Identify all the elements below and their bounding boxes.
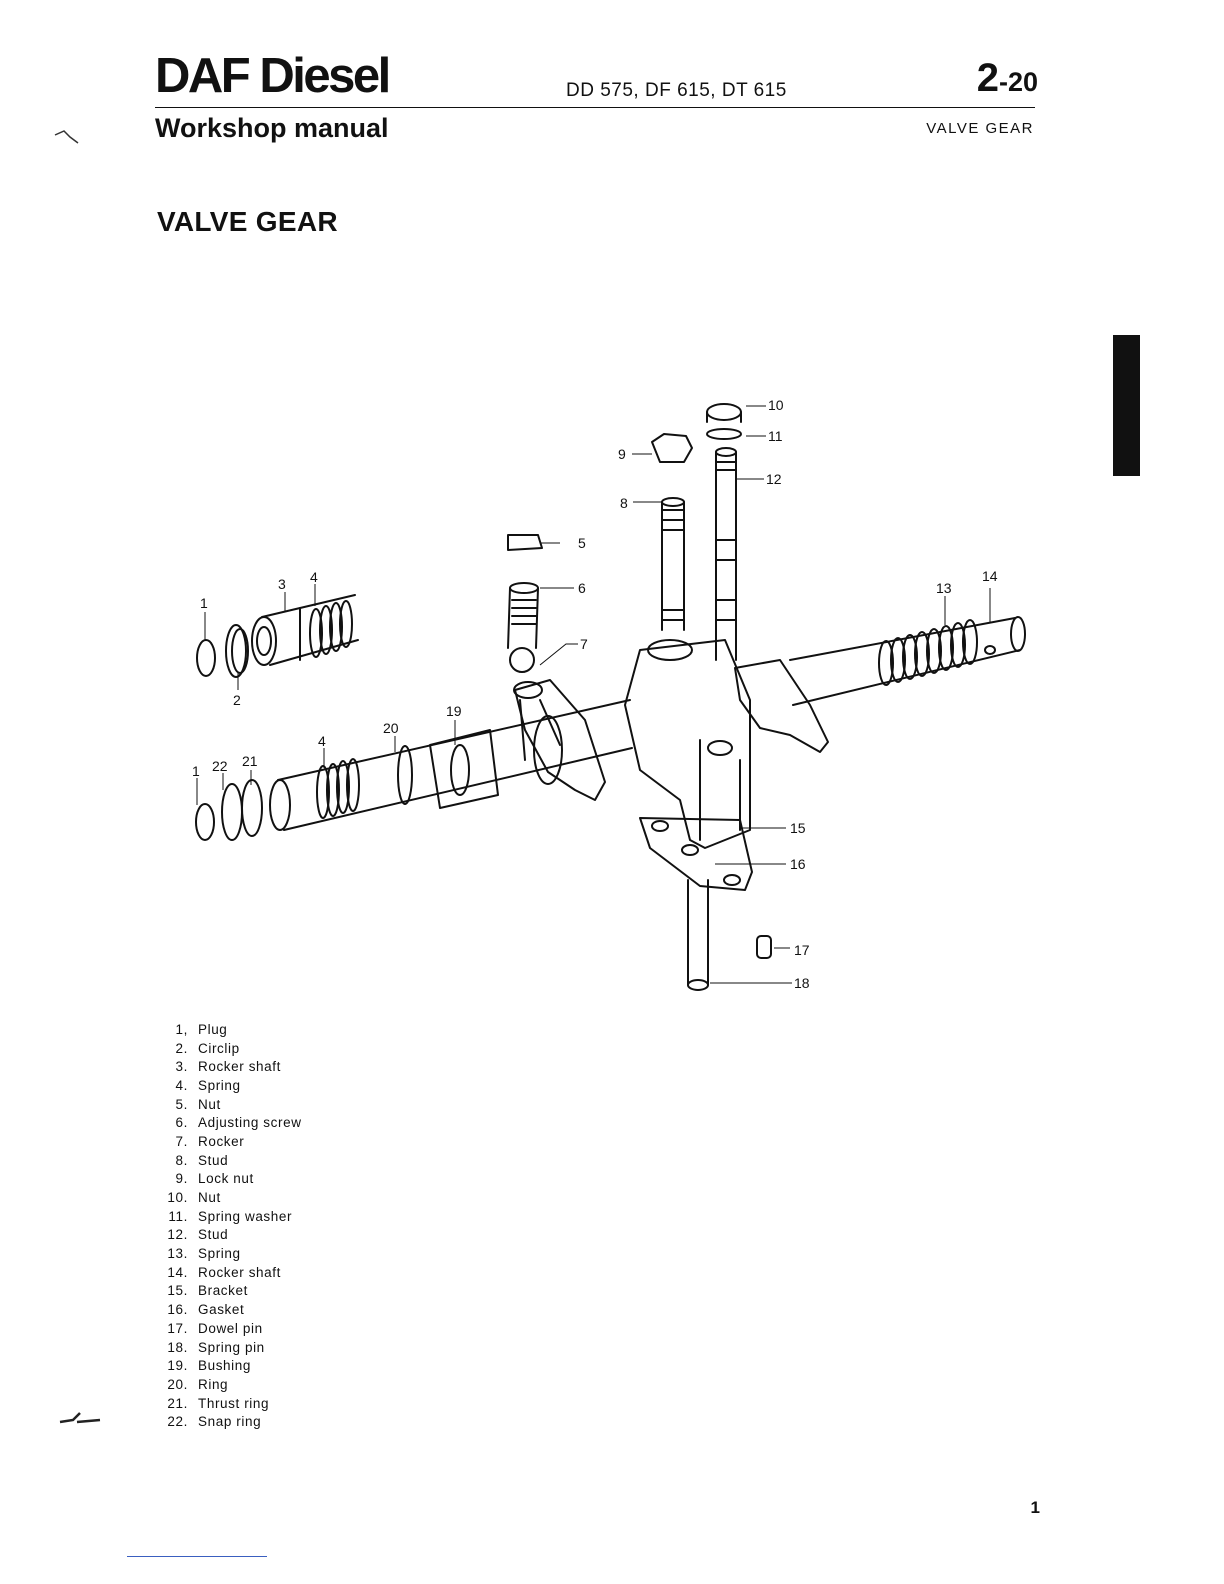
parts-list-item: 7.Rocker <box>175 1133 245 1149</box>
parts-list-item: 22.Snap ring <box>167 1414 262 1430</box>
section-tag: VALVE GEAR <box>926 120 1034 137</box>
callout-1-upper: 1 <box>200 595 208 611</box>
parts-list-item: 2.Circlip <box>175 1040 240 1056</box>
parts-list-item: 6.Adjusting screw <box>175 1115 302 1131</box>
callout-2: 2 <box>233 692 241 708</box>
stud-right <box>715 447 737 661</box>
parts-list-item: 8.Stud <box>175 1152 229 1168</box>
parts-list-item: 11.Spring washer <box>168 1208 293 1224</box>
nut-shape <box>706 403 742 421</box>
spring-pin-shape <box>687 879 709 986</box>
parts-list-item: 19.Bushing <box>167 1358 251 1374</box>
section-heading: VALVE GEAR <box>157 206 338 237</box>
stud-left <box>661 497 685 631</box>
callout-9: 9 <box>618 446 626 462</box>
parts-list-item: 14.Rocker shaft <box>167 1264 281 1280</box>
callout-13: 13 <box>936 580 952 596</box>
spring-washer-shape <box>706 428 742 440</box>
callout-21: 21 <box>242 753 258 769</box>
engine-models: DD 575, DF 615, DT 615 <box>566 80 787 101</box>
parts-list-item: 12.Stud <box>167 1227 229 1243</box>
parts-list-item: 18.Spring pin <box>167 1339 265 1355</box>
parts-list-item: 3.Rocker shaft <box>175 1059 281 1075</box>
parts-list-item: 20.Ring <box>167 1376 229 1392</box>
callout-3: 3 <box>278 576 286 592</box>
center-bracket <box>624 639 753 891</box>
page-reference: 2-20 <box>977 58 1038 98</box>
lower-rocker-shaft-assembly <box>195 699 633 841</box>
callout-11: 11 <box>768 428 783 444</box>
parts-list: 1,Plug 2.Circlip 3.Rocker shaft 4.Spring… <box>160 1020 302 1431</box>
callout-12: 12 <box>766 471 782 487</box>
chapter-tab-marker <box>1113 335 1140 476</box>
page-ref-number: -20 <box>998 67 1038 97</box>
parts-list-item: 15.Bracket <box>167 1283 248 1299</box>
callout-20: 20 <box>383 720 399 736</box>
left-rocker-arm <box>513 679 606 801</box>
parts-list-item: 9.Lock nut <box>175 1171 254 1187</box>
parts-list-item: 5.Nut <box>175 1096 221 1112</box>
callout-14: 14 <box>982 568 998 584</box>
parts-list-item: 17.Dowel pin <box>167 1320 263 1336</box>
leader-lines <box>196 405 991 984</box>
parts-list-item: 10.Nut <box>167 1190 221 1206</box>
right-rocker-shaft-assembly <box>789 616 1026 706</box>
lock-nut-shape <box>651 433 693 463</box>
right-rocker-arm <box>734 659 829 753</box>
callout-10: 10 <box>768 397 784 413</box>
callout-16: 16 <box>790 856 806 872</box>
chapter-number: 2 <box>976 56 999 100</box>
callout-8: 8 <box>620 495 628 511</box>
footer-page-number: 1 <box>1030 1498 1040 1517</box>
callout-19: 19 <box>446 703 462 719</box>
scan-mark <box>54 130 79 144</box>
callout-5: 5 <box>578 535 586 551</box>
callout-15: 15 <box>790 820 806 836</box>
parts-list-item: 16.Gasket <box>167 1302 245 1318</box>
dowel-pin-shape <box>756 935 772 959</box>
callout-22: 22 <box>212 758 228 774</box>
parts-list-item: 4.Spring <box>175 1077 241 1093</box>
scan-edge-line <box>127 1556 267 1557</box>
scan-mark <box>59 1412 101 1424</box>
header-rule <box>155 107 1035 108</box>
parts-list-item: 13.Spring <box>167 1246 241 1262</box>
callout-6: 6 <box>578 580 586 596</box>
callout-18: 18 <box>794 975 810 991</box>
callout-17: 17 <box>794 942 810 958</box>
upper-rocker-shaft-assembly <box>196 594 359 678</box>
adjusting-screw <box>507 534 543 673</box>
callout-1-lower: 1 <box>192 763 200 779</box>
manual-subtitle: Workshop manual <box>155 113 389 143</box>
parts-list-item: 1,Plug <box>175 1021 228 1037</box>
parts-list-item: 21.Thrust ring <box>167 1395 270 1411</box>
callout-4-upper: 4 <box>310 569 318 585</box>
callout-4-lower: 4 <box>318 733 326 749</box>
valve-gear-exploded-diagram: 10 11 12 9 8 5 6 7 13 14 15 16 17 18 19 … <box>192 397 1026 991</box>
brand-title: DAF Diesel <box>155 49 391 103</box>
callout-7: 7 <box>580 636 588 652</box>
